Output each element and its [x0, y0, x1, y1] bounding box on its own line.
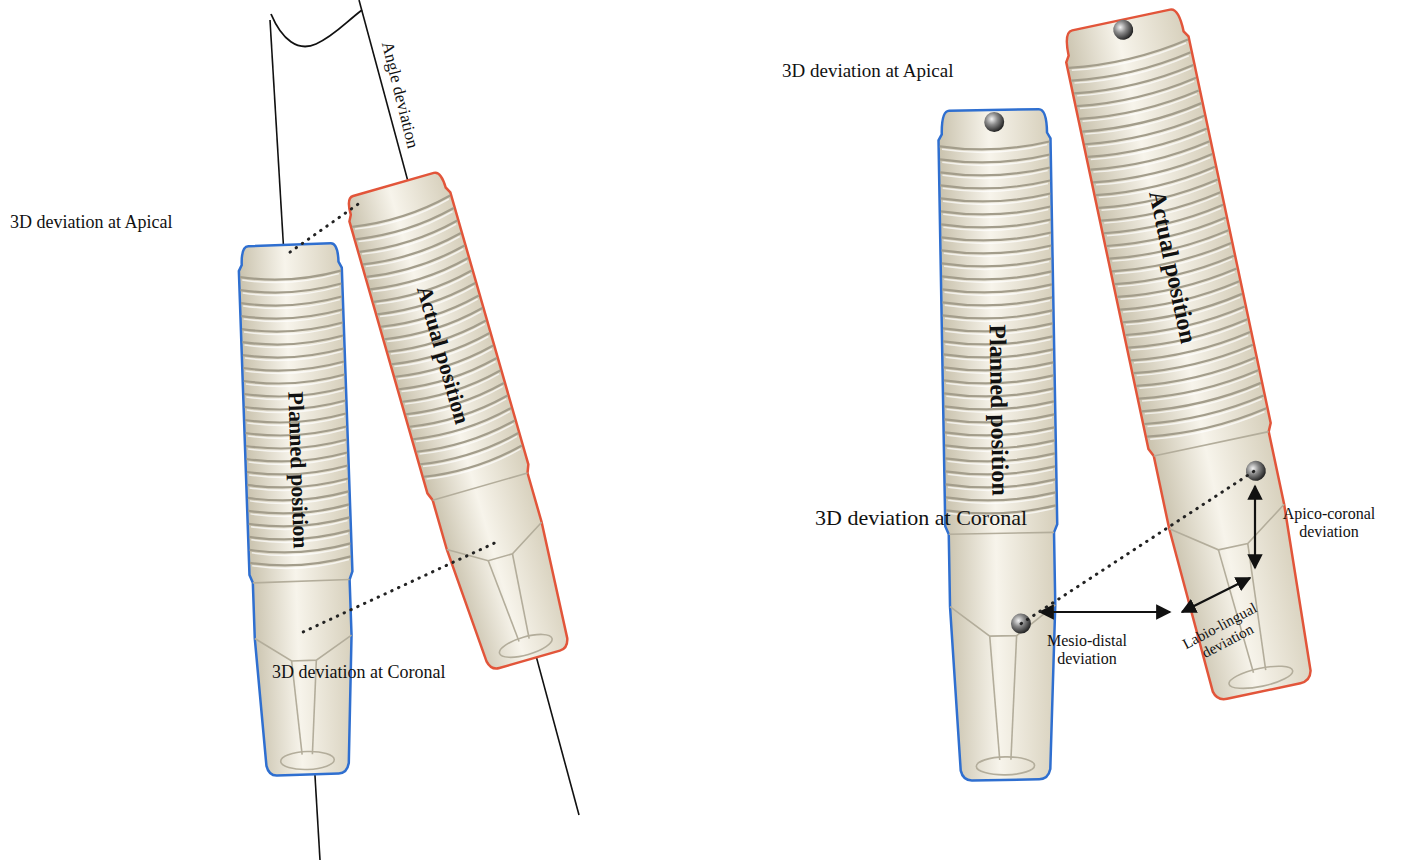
deviation-label: 3D deviation at Apical — [782, 60, 953, 82]
implant-threads — [940, 142, 1056, 518]
deviation-label: Mesio-distal deviation — [1030, 632, 1144, 669]
implant-figure — [238, 243, 359, 776]
implant-outline — [1060, 7, 1325, 704]
measure-point — [1011, 613, 1031, 633]
implant-outline — [238, 243, 359, 776]
deviation-label: 3D deviation at Apical — [10, 212, 172, 233]
implant-figure — [1060, 7, 1325, 704]
implant-collar — [949, 532, 1058, 775]
labio-lingual-arrow — [1182, 578, 1250, 612]
deviation-label: 3D deviation at Coronal — [272, 662, 445, 683]
implant-outline — [938, 109, 1062, 781]
measure-point — [1244, 458, 1268, 482]
measure-point — [1111, 17, 1135, 41]
implant-collar — [1153, 431, 1319, 698]
implant-shape: Planned position — [938, 109, 1062, 781]
implant-shape: Actual position — [1060, 7, 1325, 704]
implant-collar — [433, 473, 576, 668]
actual-axis-line — [359, 0, 579, 815]
implant-figure — [938, 109, 1062, 781]
mesio-distal-arrow — [1040, 611, 1170, 613]
implant-shape: Planned position — [238, 243, 359, 776]
implant-threads — [352, 196, 525, 484]
implant-svg — [1060, 7, 1325, 704]
deviation-dotted-line — [303, 542, 496, 632]
measure-point — [984, 112, 1004, 132]
deviation-dotted-line — [290, 204, 358, 252]
apico-coronal-arrow — [1254, 486, 1256, 568]
deviation-label: 3D deviation at Coronal — [815, 505, 1027, 530]
deviation-label: Angle deviation — [377, 40, 422, 151]
implant-outline — [343, 170, 580, 674]
implant-figure — [343, 170, 580, 674]
implant-threads — [1068, 39, 1268, 443]
implant-threads — [240, 271, 351, 570]
implant-collar — [253, 580, 356, 772]
deviation-label: Apico-coronal deviation — [1270, 505, 1388, 542]
angle-arc — [271, 10, 362, 46]
deviation-label: Labio-lingual deviation — [1166, 592, 1281, 675]
implant-shape: Actual position — [343, 170, 580, 674]
deviation-dotted-line — [1021, 470, 1255, 623]
position-label: Planned position — [986, 324, 1013, 496]
position-label: Planned position — [284, 391, 311, 549]
